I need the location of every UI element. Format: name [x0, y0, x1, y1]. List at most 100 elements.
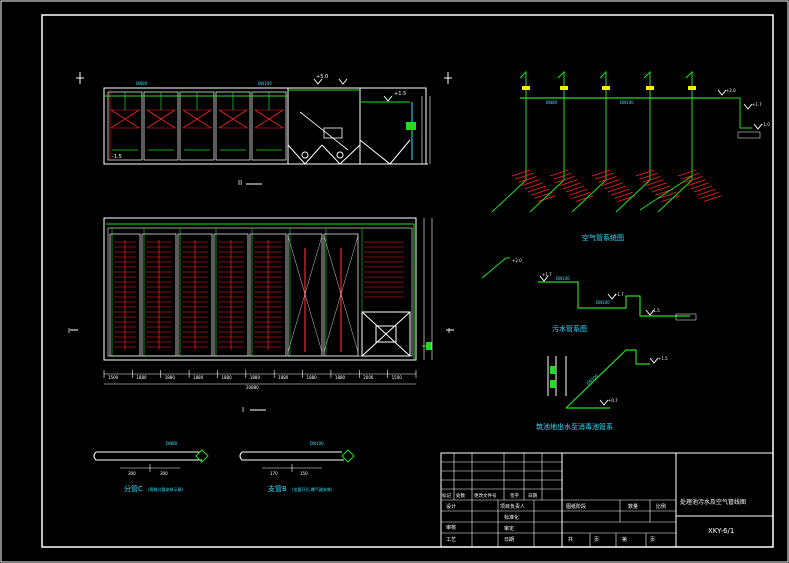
air-diffuser [651, 185, 671, 193]
air-system-title: 空气管系统图 [582, 233, 624, 242]
air-diffuser [553, 172, 572, 180]
valve [522, 86, 530, 90]
air-diffuser [572, 192, 591, 199]
tb-page2: 页 [650, 537, 655, 543]
sew-level-2: +1.7 [542, 272, 552, 277]
air-diffuser [611, 188, 630, 196]
tb-approve: 审定 [504, 525, 514, 532]
disinfection-title: 筑池地出水至消毒池管系 [536, 422, 613, 431]
chamber-i [141, 233, 177, 357]
tb-hdr-2: 处数 [456, 492, 465, 499]
air-riser-top [685, 70, 693, 98]
air-diffuser [658, 192, 677, 199]
diffuser-brace [146, 109, 176, 129]
diffuser-brace [182, 109, 212, 129]
branch-b-note: (支管开孔,曝气器安装) [292, 486, 333, 492]
air-diffuser [639, 172, 658, 180]
air-diffuser [556, 176, 575, 183]
valve [688, 86, 696, 90]
dim-label: 1880 [307, 375, 318, 380]
dim-label: 1880 [335, 375, 346, 380]
air-diffuser [549, 169, 569, 177]
air-diffuser [591, 169, 611, 177]
air-diffuser [635, 169, 655, 177]
air-riser [639, 175, 693, 211]
air-diffuser [690, 182, 709, 190]
tb-hdr-3: 更改文件号 [474, 492, 497, 499]
tb-count: 数量 [628, 503, 638, 510]
tb-craft: 工艺 [446, 537, 456, 543]
air-diffuser [693, 185, 713, 193]
air-diffuser [703, 195, 722, 202]
air-diffuser [601, 179, 620, 186]
wall-level-1: +1.5 [658, 356, 668, 361]
diffuser-brace [254, 109, 284, 129]
tb-stage: 图纸阶段 [566, 503, 586, 510]
air-diffuser [575, 195, 594, 202]
dn-air-branch-ii: DN100 [258, 81, 272, 86]
dim-total: 20880 [246, 385, 259, 390]
air-diffuser [569, 188, 588, 196]
air-diffuser [677, 169, 697, 177]
dim-b1: 170 [270, 471, 278, 476]
disinfection-pipe-diagram: DN100 +1.5 +0.7 筑池地出水至消毒池管系 [536, 349, 668, 431]
diag [287, 235, 323, 353]
dim-c1: 300 [128, 471, 136, 476]
air-diffuser [661, 195, 680, 202]
tb-project-title: 处理池污水及空气管线图 [680, 498, 746, 506]
diag [323, 235, 359, 353]
wall-level-2: +0.7 [608, 398, 618, 403]
air-diffuser [537, 195, 556, 202]
air-riser-top [643, 70, 651, 98]
air-pipe-system-diagram: DN80 DN100 +2.0 +1.7 -1.0 空气管系统图 [491, 70, 770, 242]
dim-c2: 300 [160, 471, 168, 476]
sew-level-mid: +1.7 [614, 292, 624, 297]
tb-design: 设计 [446, 503, 456, 510]
branch-b-title: 支管B [268, 484, 287, 493]
valve [602, 86, 610, 90]
air-diffuser [614, 192, 633, 199]
sewage-pipe-system-diagram: +2.0 +1.7 DN100 DN100 +1.7 -1.5 污水管系图 [481, 257, 697, 333]
level-mid-label: +1.5 [394, 91, 406, 97]
air-diffuser [531, 188, 550, 196]
tb-date: 日期 [504, 537, 514, 543]
air-diffuser [559, 179, 578, 186]
air-diffuser [595, 172, 614, 180]
branch-c-note: (两根分管安装示意) [148, 486, 184, 492]
air-level-1: +2.0 [726, 88, 736, 93]
air-riser [571, 98, 607, 213]
air-diffuser [521, 179, 540, 186]
tb-drawing-number: XKY-6/1 [708, 527, 734, 535]
air-level-3: -1.0 [762, 122, 770, 127]
air-diffuser [515, 172, 534, 180]
dim-label: 1500 [392, 375, 403, 380]
section-mark-left: I [68, 327, 70, 335]
chamber-i [249, 233, 287, 357]
air-diffuser [518, 176, 537, 183]
air-diffuser [700, 192, 719, 199]
title-block: 标记 处数 更改文件号 签字 日期 设计 审核 工艺 项目负责人 标准化 审定 … [440, 452, 774, 548]
air-diffuser [607, 185, 627, 193]
chamber-i [109, 233, 141, 357]
dim-label: 1880 [278, 375, 289, 380]
tb-page: 页 [594, 537, 599, 543]
dim-label: 2000 [363, 375, 374, 380]
chamber-i [323, 233, 359, 357]
chamber-i [213, 233, 249, 357]
tb-scale: 比例 [656, 503, 666, 510]
air-diffuser [642, 176, 661, 183]
air-diffuser [648, 182, 667, 190]
dim-label: 1880 [221, 375, 232, 380]
section-ii-title: II [238, 179, 242, 187]
air-diffuser [598, 176, 617, 183]
dim-label: 1500 [108, 375, 119, 380]
level-top-label: +5.0 [316, 74, 328, 80]
dn-sew: DN100 [556, 276, 570, 281]
air-riser-top [519, 70, 527, 98]
sew-level-1: +2.0 [512, 258, 522, 263]
tb-total: 共 [568, 536, 573, 543]
air-level-2: +1.7 [752, 102, 762, 107]
section-mark-right: I [448, 327, 450, 335]
